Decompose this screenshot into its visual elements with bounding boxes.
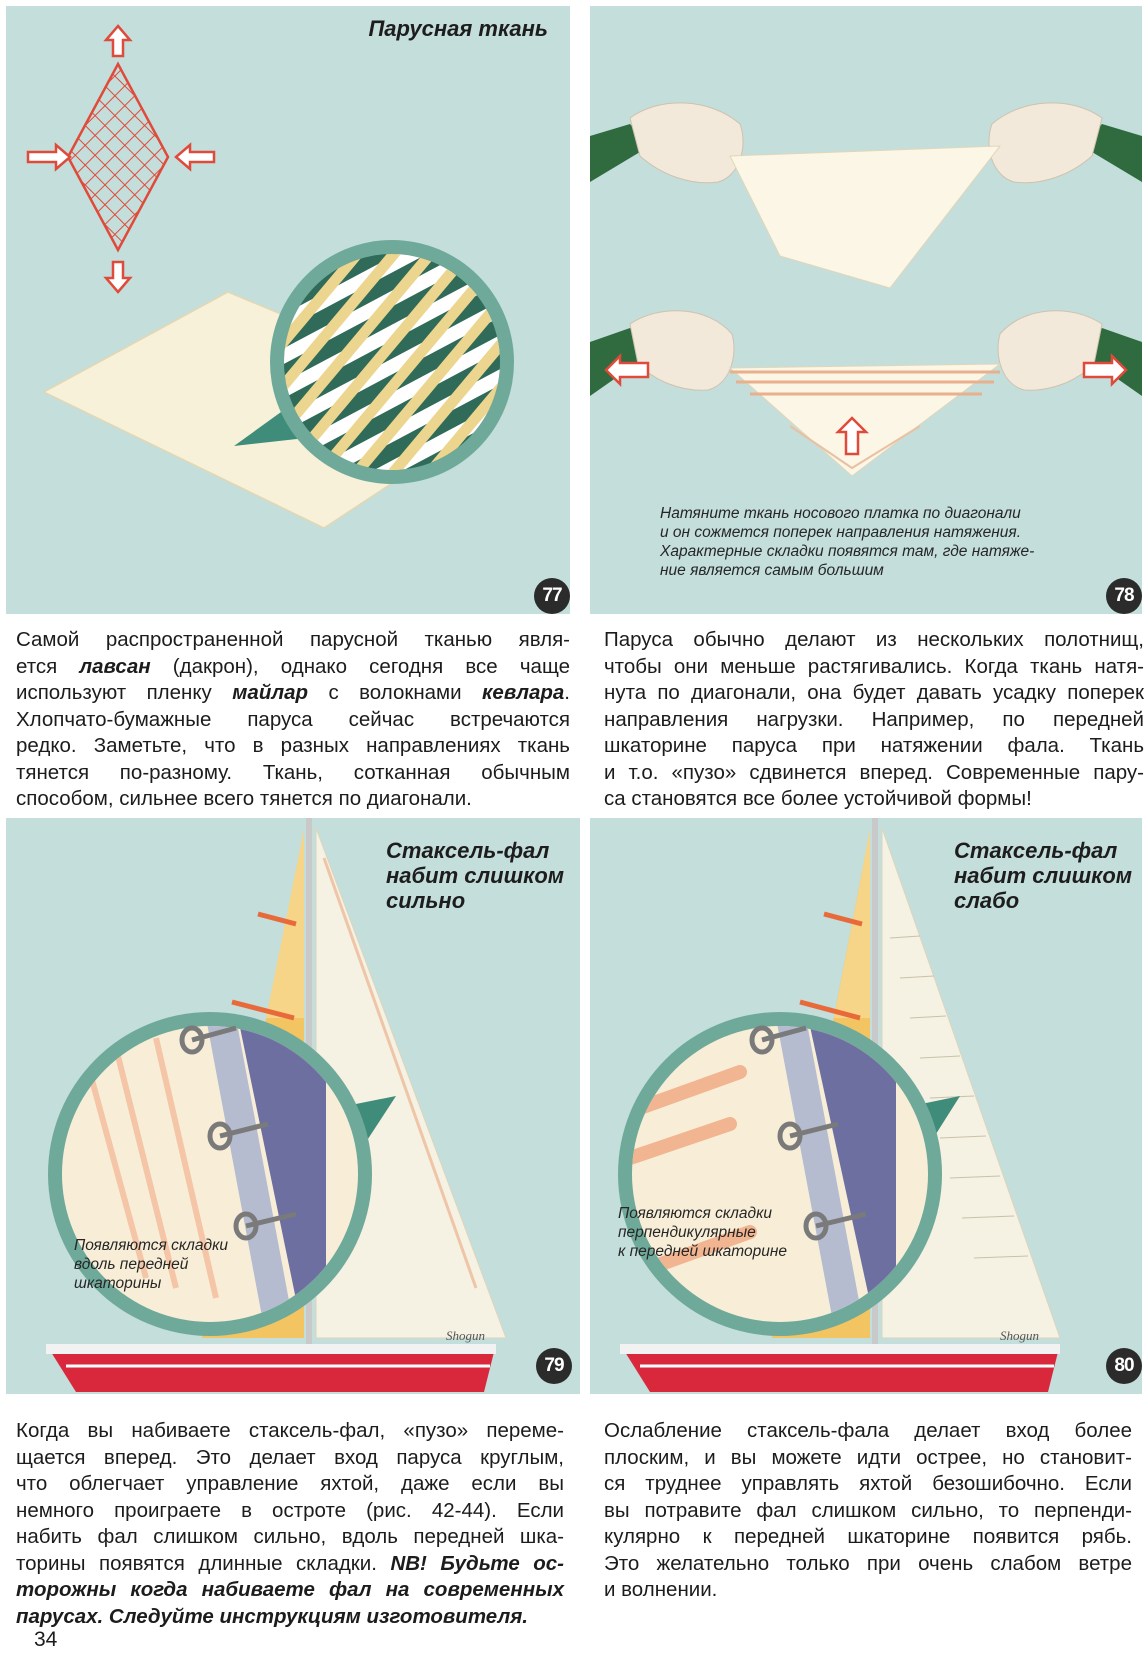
jib-hank-icon (207, 1121, 269, 1151)
right-hand-top (988, 102, 1103, 184)
left-hand-bottom (629, 310, 735, 391)
boat-name: Shogun (446, 1328, 485, 1343)
yacht-hull (46, 1344, 496, 1392)
figure-78-caption: Натяните ткань носового платка по диагон… (660, 505, 1035, 579)
jib-hank-icon (749, 1025, 807, 1055)
yacht-loose-halyard-illustration: 143 Shogun (618, 818, 1061, 1392)
page-number: 34 (34, 1628, 58, 1651)
figure-79-title: Стаксель-фал набит слишком сильно (386, 838, 565, 913)
paragraph-78: Паруса обычно делают из нескольких полот… (604, 628, 1144, 810)
handkerchief-bottom (728, 363, 1002, 477)
luff-closeup (632, 1026, 896, 1322)
arrow-left-icon (604, 352, 650, 388)
arrow-down-icon (103, 260, 133, 294)
figure-77-number-badge: 77 (534, 578, 570, 614)
figure-77-title: Парусная ткань (368, 16, 548, 41)
handkerchief-stretch-illustration (590, 102, 1142, 477)
diamond-mesh-icon (66, 61, 170, 253)
figure-78-number-badge: 78 (1106, 578, 1142, 614)
figure-80-number-badge: 80 (1106, 1348, 1142, 1384)
arrow-right-icon (26, 142, 72, 172)
arrow-left-icon (174, 142, 216, 172)
figure-77-panel: Парусная ткань 77 (6, 6, 570, 614)
figure-79-panel: 143 Shogun Стаксель- (6, 818, 580, 1394)
figure-79-label: Появляются складки вдоль передней шкатор… (74, 1237, 229, 1292)
figure-80-label: Появляются складки перпендикулярные к пе… (618, 1205, 788, 1260)
yacht-tight-halyard-illustration: 143 Shogun (46, 818, 507, 1392)
jib-hank-icon (233, 1211, 297, 1241)
figure-80-panel: 143 Shogun Стаксель-фал набит слишко (590, 818, 1142, 1394)
arrow-up-icon (103, 24, 133, 58)
jib-hank-icon (803, 1211, 867, 1241)
right-hand-bottom (997, 310, 1103, 391)
jib-hank-icon (179, 1025, 237, 1055)
sailcloth-weave-illustration (26, 24, 514, 529)
boat-name: Shogun (1000, 1328, 1039, 1343)
yacht-hull (620, 1344, 1060, 1392)
paragraph-79: Когда вы набиваете стаксель-фал, «пузо» … (16, 1419, 564, 1628)
left-hand-top (629, 102, 744, 184)
figure-80-title: Стаксель-фал набит слишком слабо (954, 838, 1133, 913)
arrow-up-icon (834, 416, 870, 456)
paragraph-77: Самой распространенной парусной тканью я… (16, 628, 570, 810)
weave-closeup (284, 254, 500, 470)
luff-closeup (83, 1026, 336, 1322)
figure-79-number-badge: 79 (536, 1348, 572, 1384)
handkerchief-top (729, 145, 1002, 289)
arrow-right-icon (1082, 352, 1128, 388)
jib-hank-icon (777, 1121, 839, 1151)
paragraph-80: Ослабление стаксель-фала делает вход бол… (604, 1419, 1132, 1601)
figure-78-panel: Натяните ткань носового платка по диагон… (590, 6, 1142, 614)
